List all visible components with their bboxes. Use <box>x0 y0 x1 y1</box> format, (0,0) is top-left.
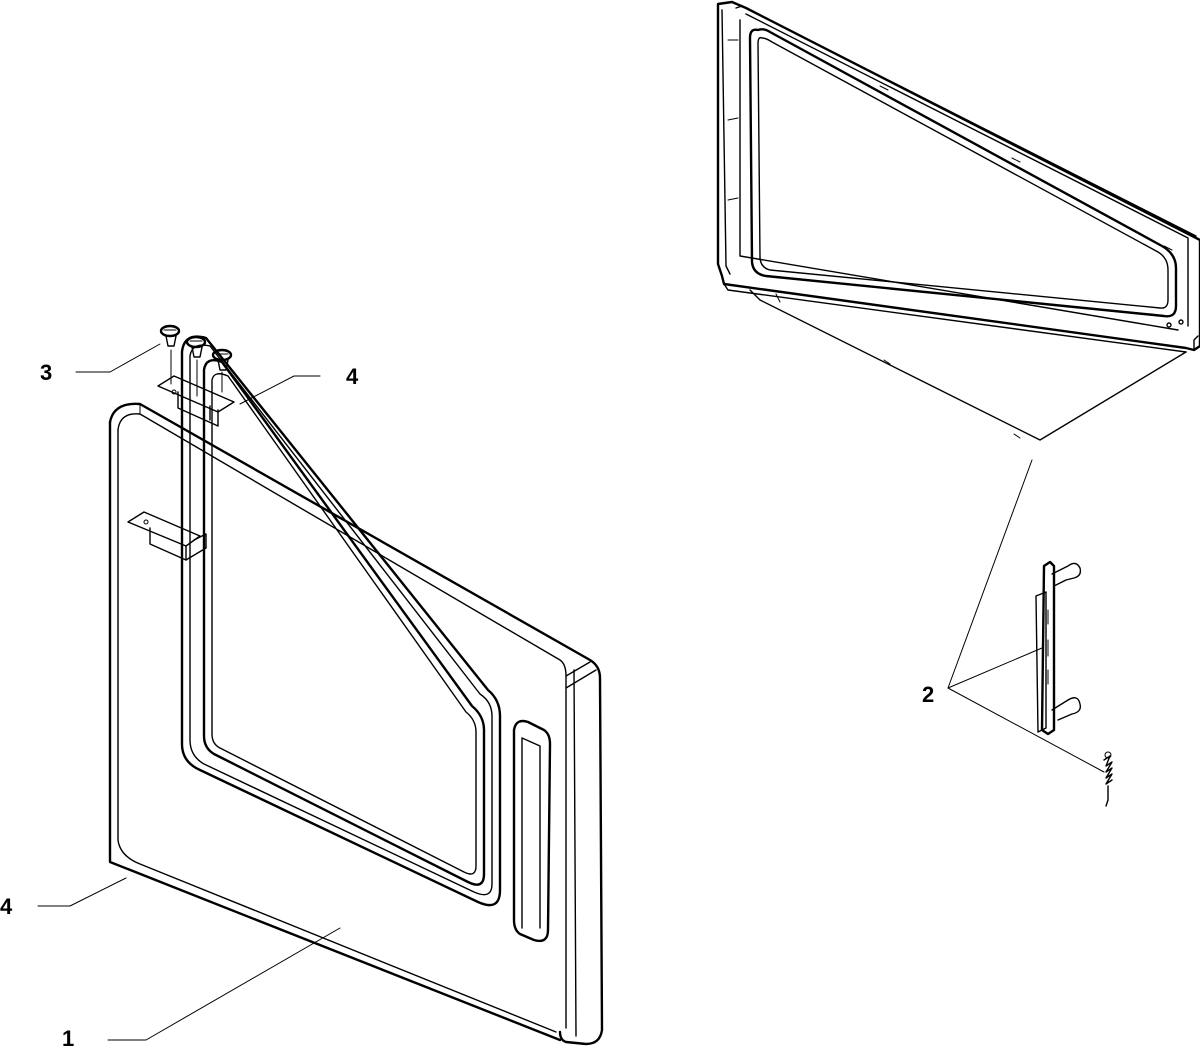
door-frame <box>716 0 1200 441</box>
latch-spring <box>1103 751 1113 807</box>
leader-lines <box>37 343 1105 1041</box>
callout-screws: 3 <box>40 360 52 385</box>
callout-door-assembly: 1 <box>62 1026 74 1048</box>
latch-assembly <box>1035 560 1082 736</box>
door-assembly <box>108 335 604 1046</box>
callout-hinge-top: 4 <box>346 364 359 389</box>
hinge-top <box>157 375 235 427</box>
hinge-bottom <box>127 511 207 561</box>
callout-latch-parts: 2 <box>922 682 934 707</box>
callout-hinge-bottom: 4 <box>0 894 13 919</box>
